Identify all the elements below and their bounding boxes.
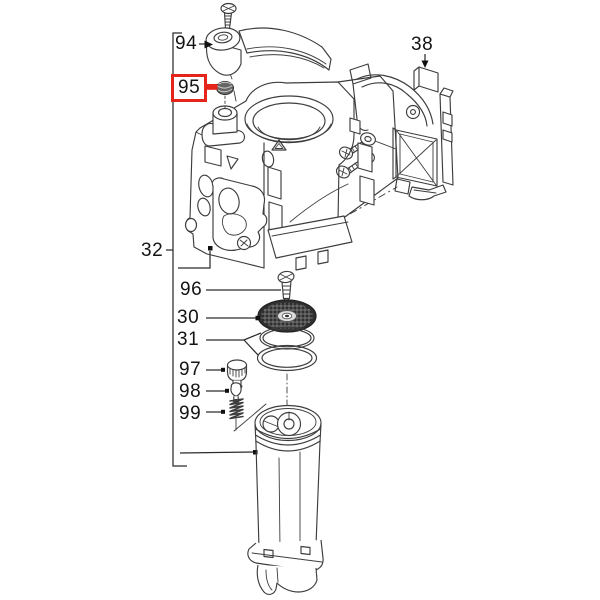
part-label-38[interactable]: 38 [411,34,434,55]
bracket-38-drawing [349,54,454,201]
cylinder-drawing [247,404,324,595]
part-label-99[interactable]: 99 [179,403,202,424]
cap-97-drawing [226,359,248,390]
highlight-arrow-95 [203,84,218,90]
part-label-97[interactable]: 97 [179,359,202,380]
screw-96-icon [277,270,295,303]
shower-disc-30-drawing [257,299,317,333]
washer-icon [360,132,376,146]
lever-94-drawing [205,27,332,76]
spring-95-drawing [216,81,237,102]
leader-lines [199,40,281,414]
o-rings-31-drawing [256,326,318,413]
top-screw-icon [220,2,237,32]
bracket-32-grouping-line [166,32,258,467]
housing-32-drawing [184,61,399,271]
part-label-98[interactable]: 98 [179,381,202,402]
part-label-31[interactable]: 31 [177,329,200,350]
part-label-30[interactable]: 30 [177,307,200,328]
part-label-95-highlighted[interactable]: 95 [171,74,208,102]
part-label-94[interactable]: 94 [175,33,198,54]
valve-98-drawing [230,382,242,403]
spring-99-drawing [229,398,267,432]
part-label-96[interactable]: 96 [180,279,203,300]
part-label-32[interactable]: 32 [141,240,164,261]
